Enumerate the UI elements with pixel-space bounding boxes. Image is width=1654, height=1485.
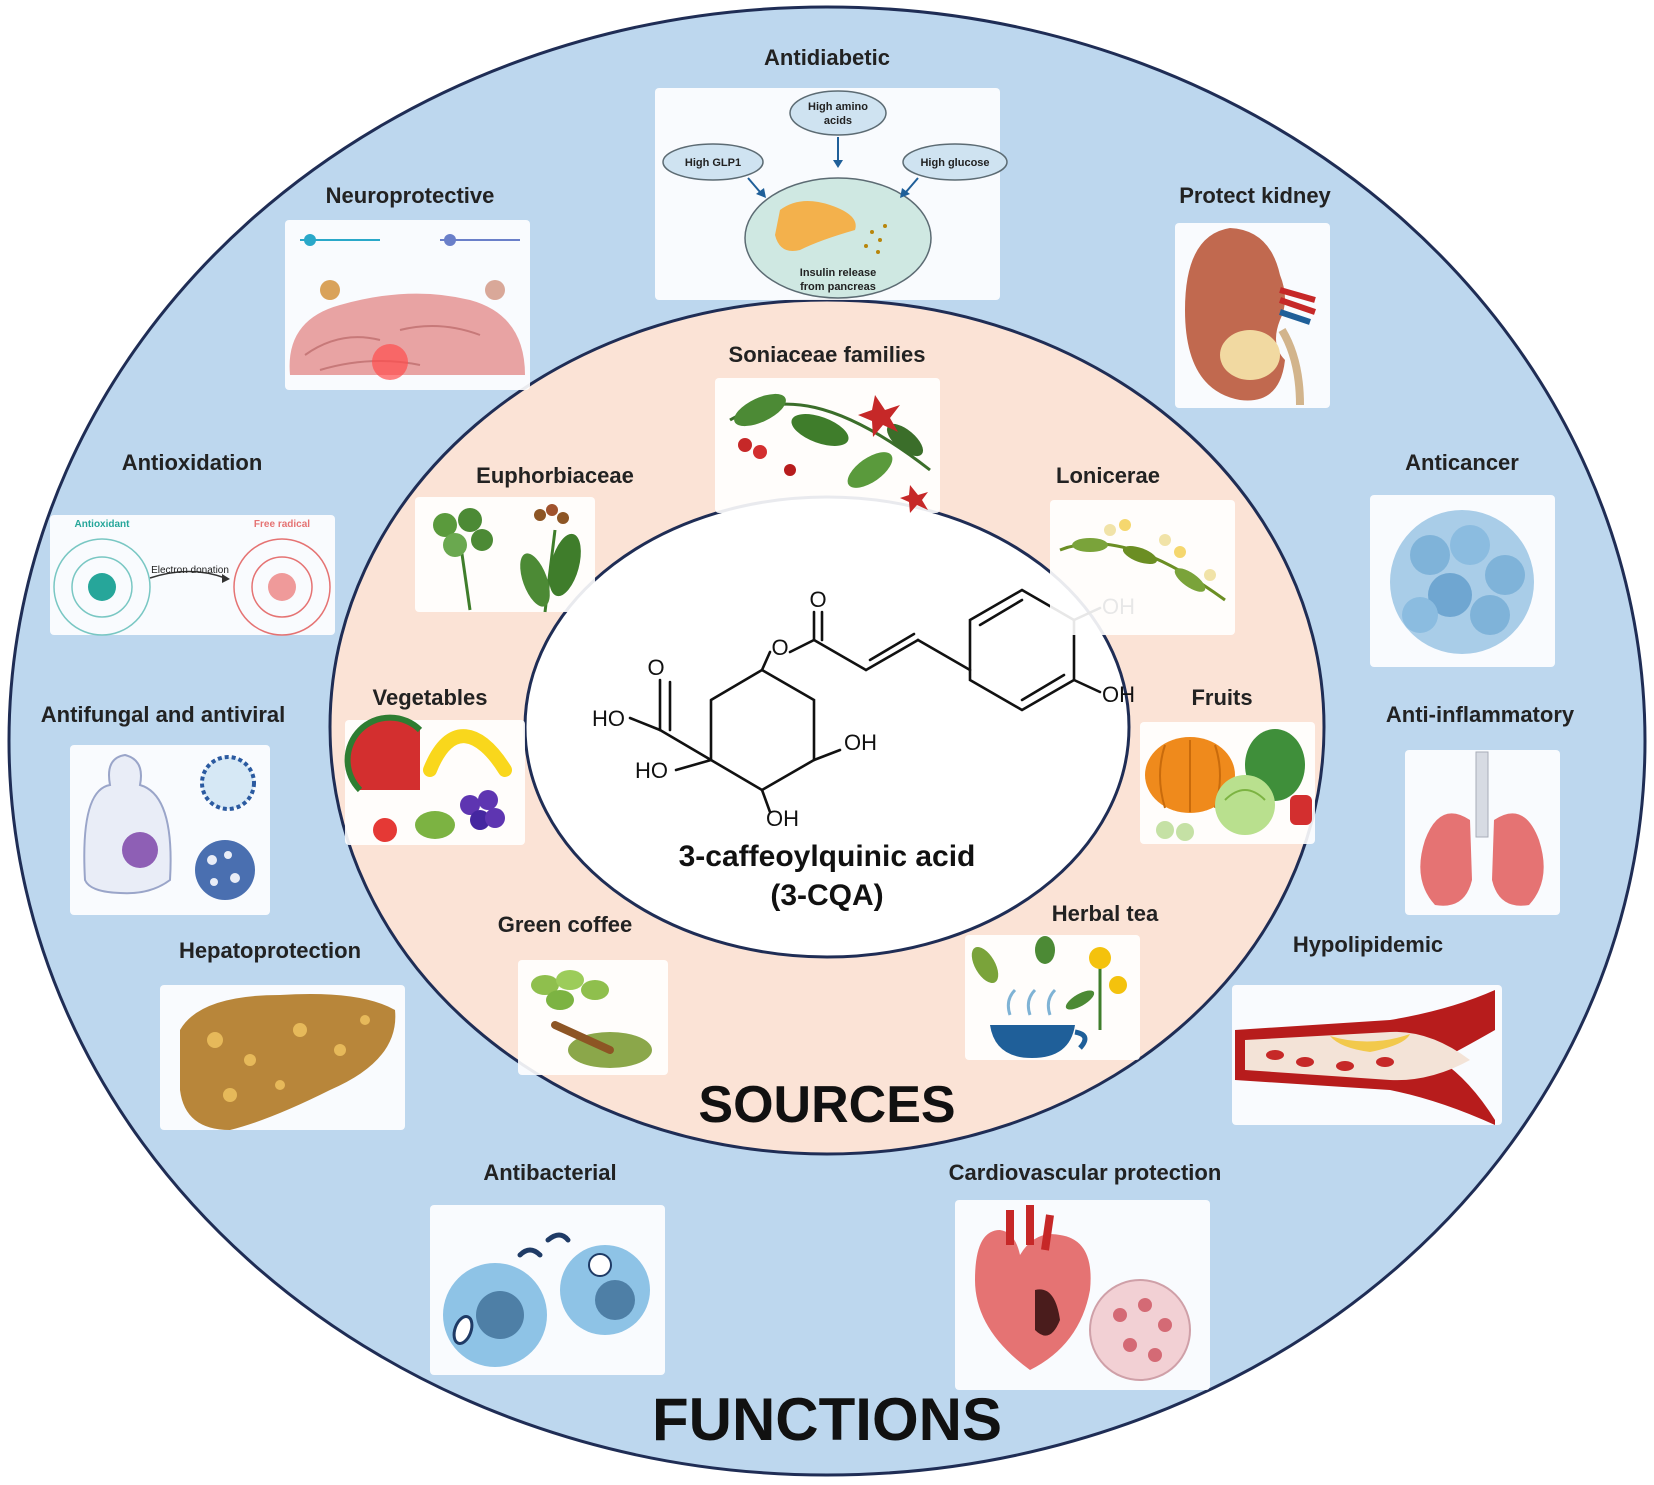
functions-title: FUNCTIONS bbox=[652, 1386, 1002, 1453]
neuroprotective-image bbox=[285, 220, 530, 390]
antidiabetic-image bbox=[655, 88, 1008, 300]
antibacterial-image bbox=[430, 1205, 665, 1375]
antidiabetic-amino-2: acids bbox=[824, 115, 852, 127]
anticancer-image bbox=[1370, 495, 1555, 667]
atom-ho-quat: HO bbox=[635, 758, 668, 783]
compound-name: 3-caffeoylquinic acid bbox=[679, 840, 976, 873]
function-label-antidiabetic: Antidiabetic bbox=[764, 45, 890, 70]
electron-donation-label: Electron donation bbox=[151, 565, 229, 576]
antidiabetic-glucose: High glucose bbox=[920, 157, 989, 169]
fruits-image bbox=[1140, 722, 1315, 844]
free-radical-label: Free radical bbox=[254, 519, 310, 530]
atom-oh-aryl2: OH bbox=[1102, 682, 1135, 707]
sources-title: SOURCES bbox=[698, 1076, 955, 1134]
source-label-lonicerae: Lonicerae bbox=[1056, 463, 1160, 488]
hypolipidemic-image bbox=[1232, 985, 1502, 1125]
source-label-soniaceae: Soniaceae families bbox=[729, 342, 926, 367]
cardiovascular-image bbox=[955, 1200, 1210, 1390]
antidiabetic-insulin-1: Insulin release bbox=[800, 267, 876, 279]
hepatoprotection-image bbox=[160, 985, 405, 1130]
anti-inflammatory-image bbox=[1405, 750, 1560, 915]
atom-oh-ring1: OH bbox=[844, 730, 877, 755]
function-label-hepatoprotection: Hepatoprotection bbox=[179, 938, 361, 963]
source-label-herbal-tea: Herbal tea bbox=[1052, 901, 1159, 926]
function-label-cardiovascular: Cardiovascular protection bbox=[949, 1160, 1222, 1185]
antidiabetic-insulin-2: from pancreas bbox=[800, 281, 876, 293]
source-label-fruits: Fruits bbox=[1191, 685, 1252, 710]
green-coffee-image bbox=[518, 960, 668, 1075]
compound-abbrev: (3-CQA) bbox=[770, 879, 883, 912]
chemical-structure bbox=[628, 588, 1102, 814]
vegetables-image bbox=[344, 714, 525, 845]
kidney-image bbox=[1175, 223, 1330, 408]
function-label-antioxidation: Antioxidation bbox=[122, 450, 263, 475]
atom-ho-acid: HO bbox=[592, 706, 625, 731]
function-label-hypolipidemic: Hypolipidemic bbox=[1293, 932, 1443, 957]
function-label-neuroprotective: Neuroprotective bbox=[326, 183, 495, 208]
soniaceae-image bbox=[715, 378, 940, 513]
source-label-euphorbiaceae: Euphorbiaceae bbox=[476, 463, 634, 488]
source-label-green-coffee: Green coffee bbox=[498, 912, 633, 937]
antidiabetic-glp1: High GLP1 bbox=[685, 157, 741, 169]
function-label-antifungal: Antifungal and antiviral bbox=[41, 702, 285, 727]
lonicerae-image bbox=[1050, 500, 1235, 635]
source-label-vegetables: Vegetables bbox=[373, 685, 488, 710]
atom-oh-ring2: OH bbox=[766, 806, 799, 831]
function-label-antibacterial: Antibacterial bbox=[483, 1160, 616, 1185]
antifungal-image bbox=[70, 745, 270, 915]
herbal-tea-image bbox=[965, 935, 1140, 1060]
antioxidant-label: Antioxidant bbox=[75, 519, 131, 530]
function-label-anti-inflammatory: Anti-inflammatory bbox=[1386, 702, 1575, 727]
function-label-protect-kidney: Protect kidney bbox=[1179, 183, 1331, 208]
function-label-anticancer: Anticancer bbox=[1405, 450, 1519, 475]
atom-o-carbonyl: O bbox=[809, 587, 826, 612]
antioxidation-image bbox=[50, 515, 335, 636]
euphorbiaceae-image bbox=[415, 497, 595, 613]
antidiabetic-amino-1: High amino bbox=[808, 101, 868, 113]
atom-o-acid: O bbox=[647, 655, 664, 680]
atom-o-ester: O bbox=[771, 635, 788, 660]
